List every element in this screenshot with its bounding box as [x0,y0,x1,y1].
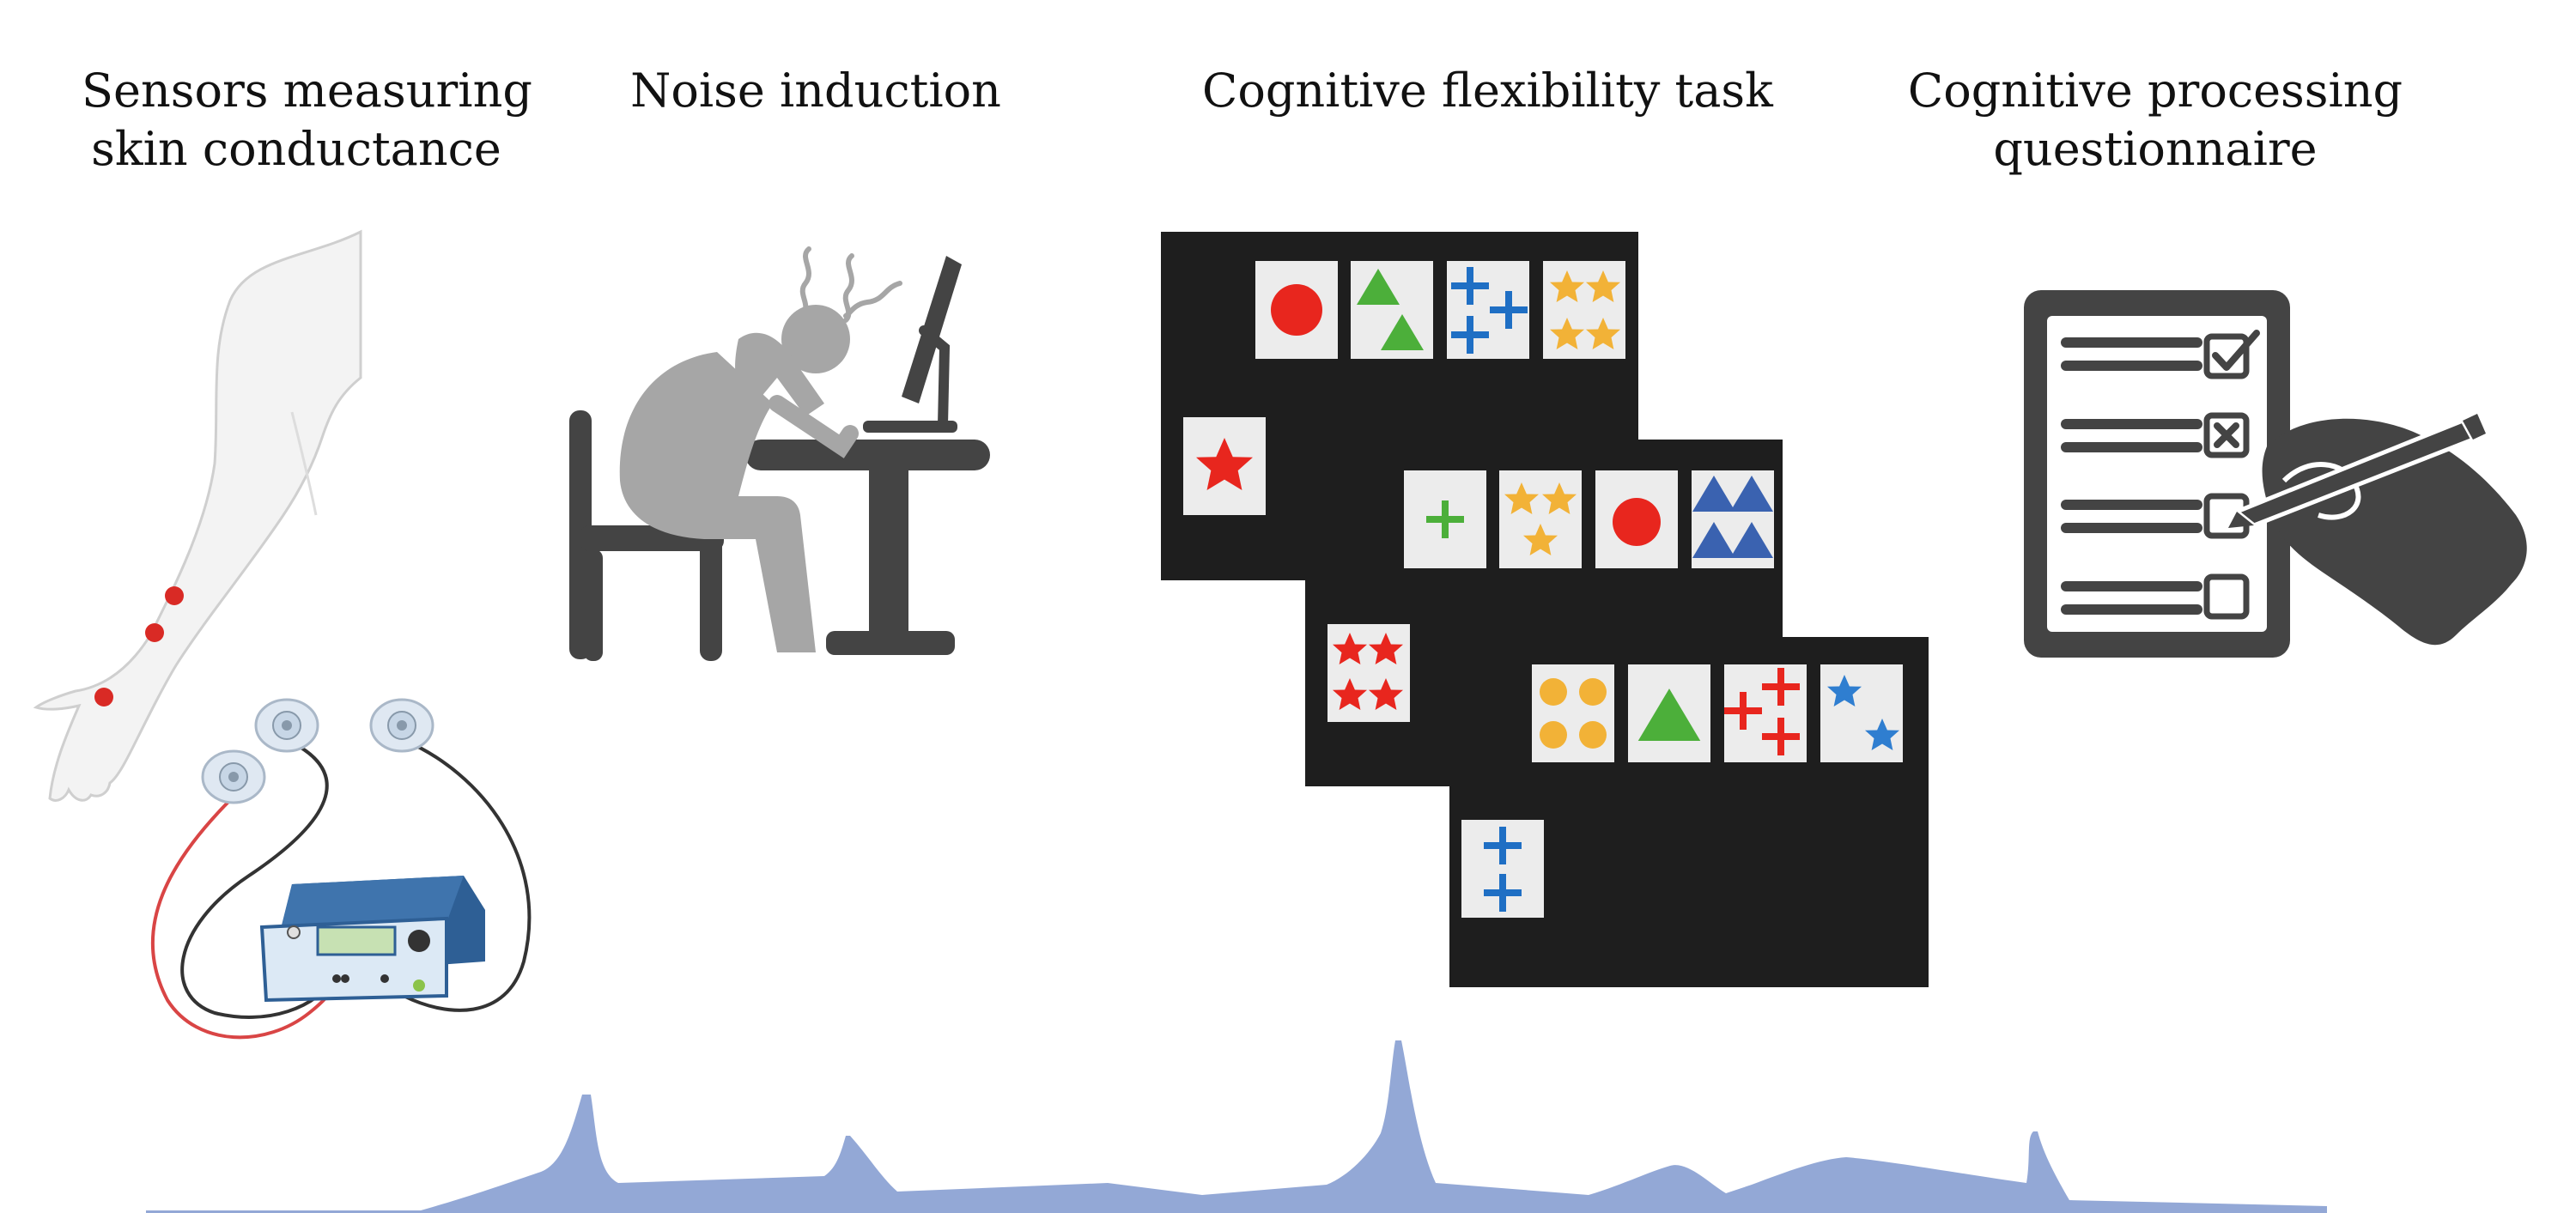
stimulus-card-yellow-stars-3 [1499,470,1582,568]
hand-writing-with-pen-icon [2228,414,2527,646]
target-card-blue-plusses [1461,820,1544,918]
checkbox-checked-icon [2203,330,2260,379]
checkbox-crossed-icon [2203,412,2250,458]
title-sensors: Sensors measuring skin conductance [82,62,532,179]
target-card-red-stars [1327,624,1410,722]
electrode-dot-3 [94,688,113,707]
stimulus-card-blue-triangles [1692,470,1774,568]
stimulus-card-yellow-stars [1543,261,1625,359]
stimulus-card-red-plusses [1724,664,1807,762]
stimulus-card-blue-stars [1820,664,1903,762]
title-questionnaire-line1: Cognitive processing [1907,64,2403,118]
stimulus-card-green-triangle [1628,664,1710,762]
electrode-pad-2 [254,698,319,753]
electrode-dot-1 [165,586,184,605]
stimulus-card-yellow-circles [1532,664,1614,762]
stimulus-card-red-circle-2 [1595,470,1678,568]
title-noise-line1: Noise induction [630,64,1001,118]
title-cognitive-flexibility: Cognitive flexibility task [1202,62,1773,120]
checklist-clipboard-icon [2024,290,2290,658]
arm-with-electrodes-icon [33,229,362,802]
title-cognitive-flexibility-line1: Cognitive flexibility task [1202,64,1773,118]
title-questionnaire: Cognitive processing questionnaire [1889,62,2421,179]
stimulus-card-blue-plusses [1447,261,1529,359]
task-screens [1161,232,1929,987]
stimulus-card-red-circle [1255,261,1338,359]
title-sensors-line1: Sensors measuring [82,64,532,118]
title-noise: Noise induction [601,62,1030,120]
stressed-person-at-computer-icon [569,246,990,661]
title-sensors-line2: skin conductance [91,122,501,176]
skin-conductance-trace [146,1040,2327,1213]
electrode-pad-3 [369,698,434,753]
electrode-dot-2 [145,623,164,642]
stimulus-card-green-triangles [1351,261,1433,359]
target-card-red-star [1183,417,1266,515]
electrode-pad-1 [201,749,266,804]
skin-conductance-device-icon [150,698,532,1040]
title-questionnaire-line2: questionnaire [1993,122,2318,176]
stimulus-card-green-plus [1404,470,1486,568]
checkbox-empty-icon [2203,573,2250,620]
